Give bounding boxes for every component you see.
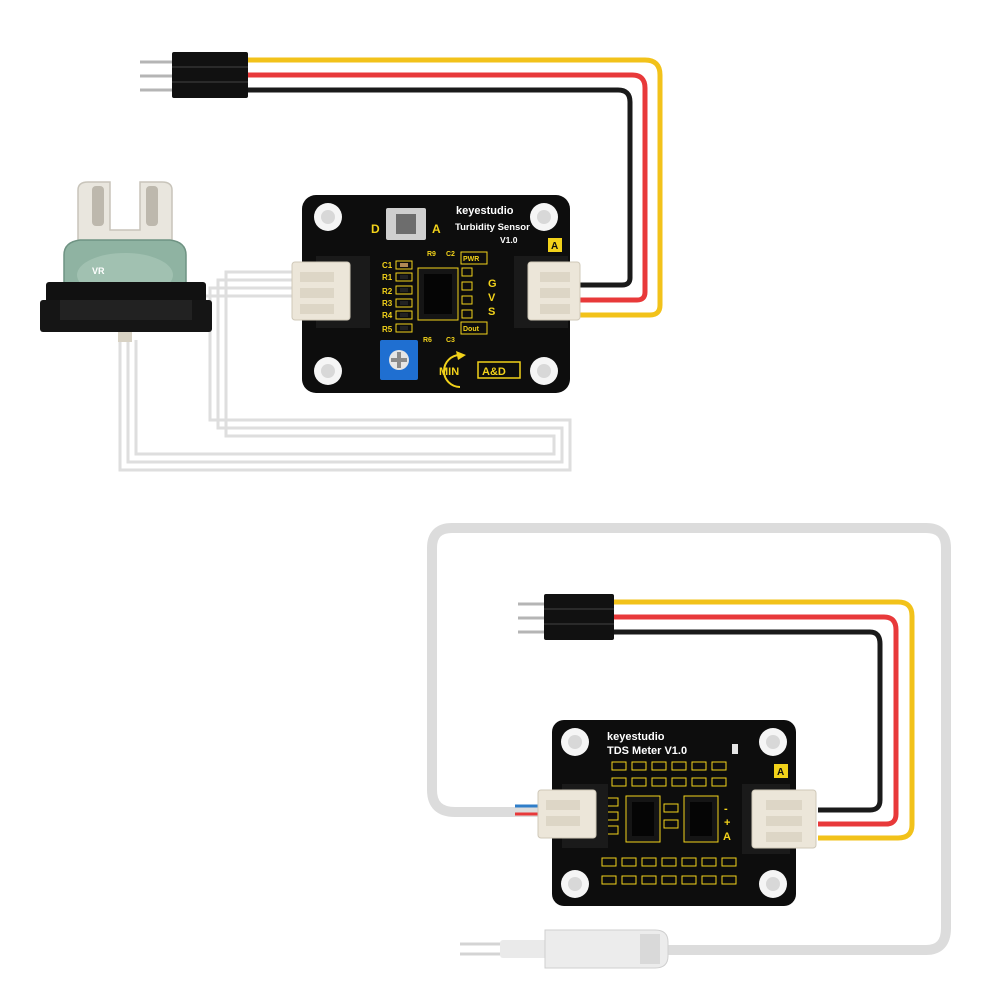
turbidity-probe-cable [118,270,572,472]
tds-brand-label: keyestudio [607,731,665,743]
part-r2: R2 [382,287,393,296]
tds-signal-wires [614,599,915,841]
board-version: V1.0 [500,235,518,245]
tds-probe-cable [427,523,951,955]
pin-g-label: G [488,278,497,290]
tds-corner-tag: A [777,767,784,778]
pin-s-label: S [488,306,495,318]
probe-connector-left[interactable] [291,256,370,328]
turbidity-signal-wires [248,57,663,318]
dout-label: Dout [463,326,480,333]
resistor-column: C1 R1 R2 R3 R4 R5 [382,260,413,334]
switch-left-label: D [371,222,380,236]
turbidity-probe-icon: VR [40,181,212,342]
tds-cable-wire-ends [515,804,540,816]
tds-signal-connector-right[interactable] [742,784,817,854]
part-r4: R4 [382,311,393,320]
tds-component-row-bottom [601,857,737,885]
switch-right-label: A [432,222,441,236]
pin-v-label: V [488,292,496,304]
tds-pin-signal-label: A [723,831,731,843]
min-label: MIN [439,366,459,378]
turbidity-header-pins [140,52,248,98]
tds-probe-icon [460,929,669,969]
tds-component-row-top [611,761,727,787]
mounting-holes [314,203,558,385]
tds-header-pins [518,594,614,640]
tds-pin-vcc-label: + [724,817,730,829]
ad-label: A&D [482,366,506,378]
pwr-label: PWR [463,256,479,263]
tds-pin-gnd-label: - [724,803,728,815]
tds-ic-chips [625,795,719,843]
probe-label: VR [92,266,105,276]
potentiometer-icon[interactable] [380,340,418,380]
brand-label: keyestudio [456,205,514,217]
signal-connector-right[interactable] [514,256,581,328]
bottom-part-r6: R6 [423,337,432,344]
part-r5: R5 [382,325,393,334]
part-r3: R3 [382,299,393,308]
part-c1: C1 [382,261,393,270]
top-part-r9: R9 [427,251,436,258]
bottom-part-c3: C3 [446,337,455,344]
rotate-arrow-icon [443,351,466,388]
top-part-c2: C2 [446,251,455,258]
turbidity-sensor-board: D A keyestudio Turbidity Sensor V1.0 A R… [291,195,581,393]
tds-meter-board: keyestudio TDS Meter V1.0 A - + [537,720,817,906]
tds-probe-connector-left[interactable] [537,784,608,848]
tds-board-title: TDS Meter V1.0 [607,745,687,757]
board-title: Turbidity Sensor [455,222,530,233]
part-r1: R1 [382,273,393,282]
corner-tag: A [551,241,558,252]
